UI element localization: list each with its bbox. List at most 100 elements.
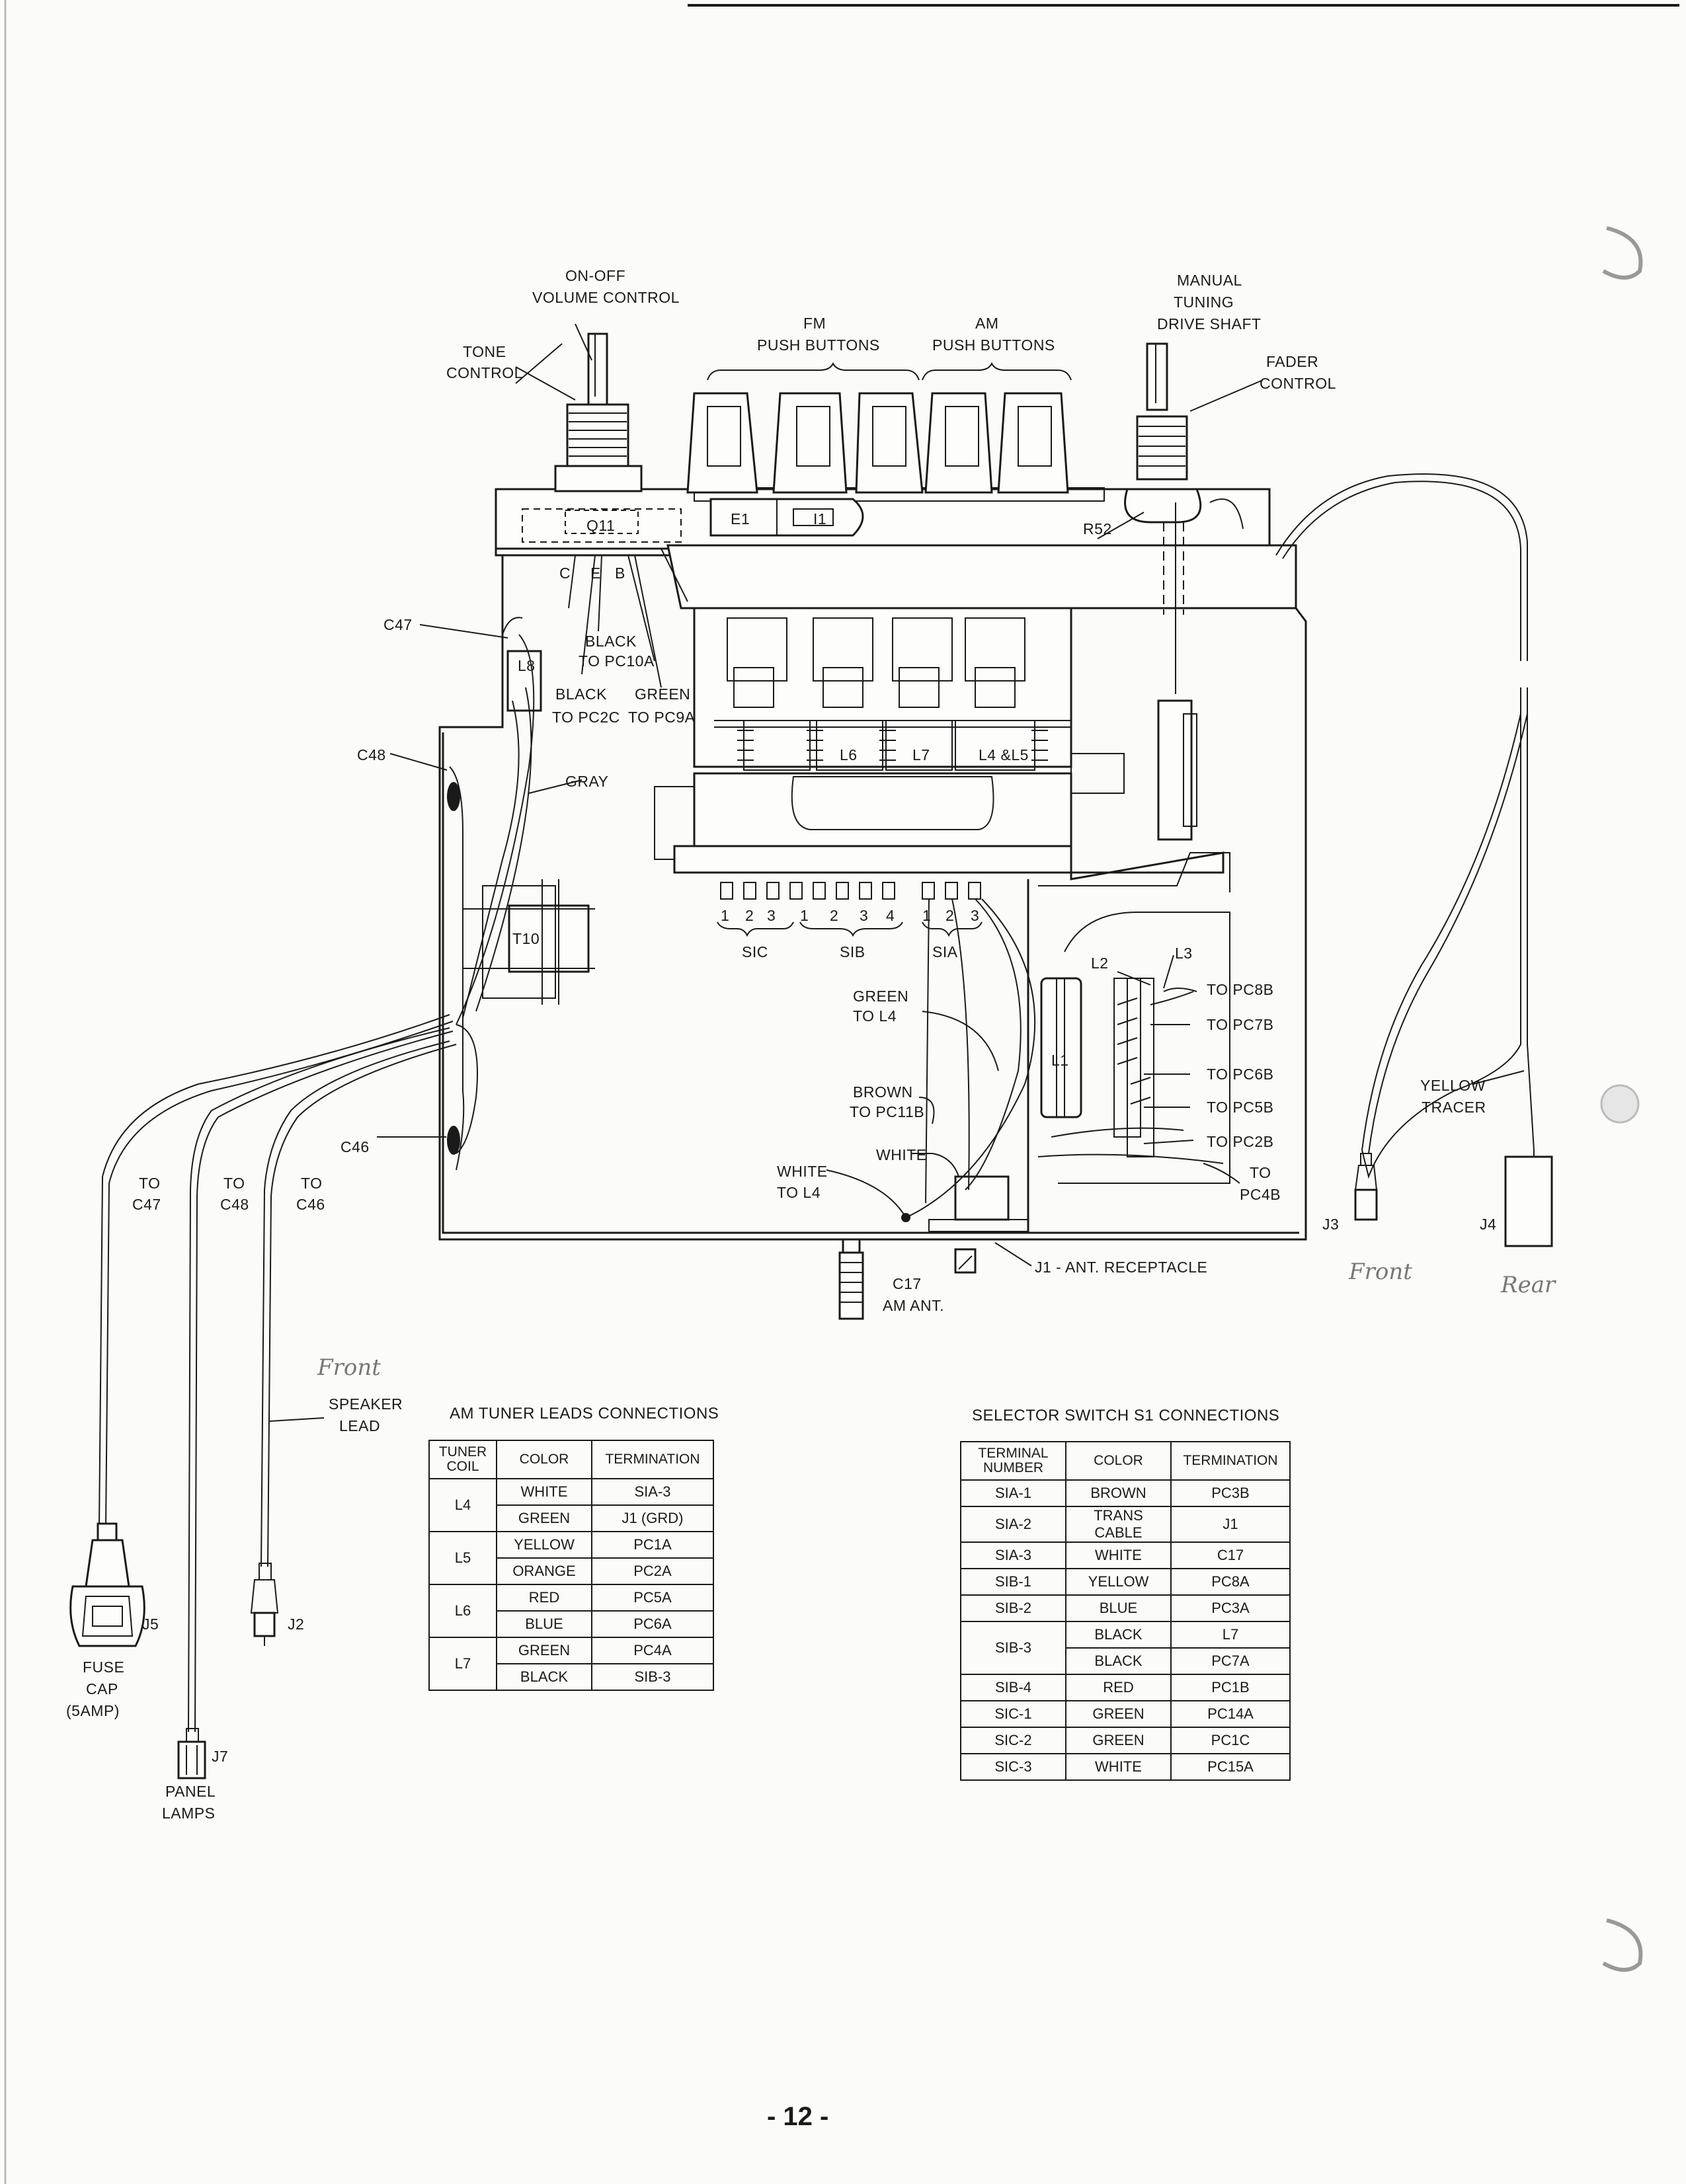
label-to-pc9a: TO PC9A (628, 709, 696, 726)
termination-cell: C17 (1170, 1541, 1291, 1569)
label-speaker: SPEAKER (329, 1395, 403, 1413)
label-j5: J5 (142, 1616, 159, 1633)
label-on-off: ON-OFF (565, 267, 625, 284)
label-yellow: YELLOW (1420, 1077, 1486, 1094)
tuner-assembly (654, 607, 1224, 880)
color-cell: RED (496, 1584, 592, 1612)
am-header-termination: TERMINATION (591, 1440, 714, 1479)
label-e1: E1 (731, 510, 750, 527)
termination-cell: J1 (1170, 1506, 1291, 1543)
label-tone-control: CONTROL (446, 364, 523, 381)
q11-outline (522, 508, 682, 543)
termination-cell: PC1B (1170, 1674, 1291, 1701)
color-cell: BLUE (1065, 1594, 1172, 1622)
label-pc4b: PC4B (1240, 1186, 1281, 1203)
page-number: - 12 - (767, 2102, 829, 2131)
l8-component (506, 650, 542, 712)
coil-cell: L4 (428, 1478, 497, 1532)
label-5amp: (5AMP) (66, 1702, 120, 1719)
color-cell: GREEN (496, 1504, 592, 1532)
am-header-coil: TUNER COIL (428, 1440, 497, 1479)
label-sib-1: 1 (800, 907, 809, 924)
label-to-c48-a: TO (223, 1175, 245, 1192)
terminal-cell: SIC-2 (960, 1727, 1066, 1754)
label-c48: C48 (357, 746, 386, 763)
hole-punch-marks (1600, 226, 1643, 1972)
e1-i1-component (709, 498, 864, 537)
termination-cell: PC15A (1170, 1753, 1291, 1781)
termination-cell: PC8A (1170, 1568, 1291, 1596)
label-sic: SIC (742, 943, 768, 960)
color-cell: RED (1065, 1674, 1172, 1701)
label-cap: CAP (86, 1680, 118, 1697)
termination-cell: PC3B (1170, 1479, 1291, 1507)
label-am-push-buttons: PUSH BUTTONS (932, 336, 1055, 354)
pc-arrows (1143, 991, 1240, 1184)
am-header-color: COLOR (496, 1440, 592, 1479)
label-sia-2: 2 (945, 907, 954, 924)
label-l8: L8 (518, 657, 536, 674)
label-to-c47-a: TO (139, 1175, 161, 1192)
c48-capacitor (447, 782, 460, 811)
label-black-2: BLACK (555, 685, 607, 703)
color-cell: ORANGE (496, 1557, 592, 1585)
terminal-cell: SIC-1 (960, 1700, 1066, 1728)
label-sia-1: 1 (922, 907, 931, 924)
terminal-cell: SIC-3 (960, 1753, 1066, 1781)
terminal-cell: SIA-1 (960, 1479, 1066, 1507)
terminal-cell: SIB-4 (960, 1674, 1066, 1701)
label-manual: MANUAL (1177, 272, 1242, 289)
color-cell: BLUE (496, 1610, 592, 1638)
label-to-pc2b: TO PC2B (1207, 1133, 1274, 1150)
label-c46: C46 (341, 1138, 370, 1155)
label-fm: FM (803, 315, 826, 332)
tuning-shaft (1124, 342, 1244, 841)
label-pin-c: C (559, 565, 571, 582)
label-sia-3: 3 (971, 907, 979, 924)
j4-connector (1504, 1150, 1553, 1247)
label-panel: PANEL (165, 1783, 216, 1800)
color-cell: BLACK (1065, 1621, 1172, 1649)
termination-cell: J1 (GRD) (591, 1504, 714, 1532)
switch-wires (905, 898, 1036, 1218)
volume-control-shaft (515, 323, 643, 492)
label-t10: T10 (512, 930, 540, 947)
color-cell: YELLOW (496, 1531, 592, 1559)
label-tracer: TRACER (1422, 1099, 1486, 1116)
wire-bundle (456, 634, 535, 1025)
label-pin-b: B (615, 565, 625, 582)
label-fader: FADER (1266, 353, 1318, 370)
label-to-pc5b: TO PC5B (1207, 1099, 1274, 1116)
label-sic-2: 2 (745, 907, 754, 924)
leader-lines (269, 366, 1525, 1422)
termination-cell: PC5A (591, 1584, 714, 1612)
label-fuse: FUSE (83, 1658, 124, 1676)
label-c47: C47 (383, 616, 413, 633)
selector-table-title: SELECTOR SWITCH S1 CONNECTIONS (972, 1407, 1280, 1424)
label-to-c46-a: TO (301, 1175, 323, 1192)
label-j4: J4 (1480, 1216, 1496, 1233)
label-r52: R52 (1083, 520, 1112, 537)
label-j1-ant: J1 - ANT. RECEPTACLE (1035, 1259, 1207, 1276)
label-drive-shaft: DRIVE SHAFT (1157, 315, 1262, 332)
termination-cell: PC1C (1170, 1727, 1291, 1754)
terminal-cell: SIA-3 (960, 1541, 1066, 1569)
color-cell: GREEN (496, 1637, 592, 1664)
label-to-l4-2: TO L4 (777, 1184, 821, 1201)
connector-cables (99, 1014, 457, 1733)
label-sic-1: 1 (721, 907, 729, 924)
color-cell: BLACK (496, 1663, 592, 1691)
label-lamps: LAMPS (162, 1805, 215, 1822)
